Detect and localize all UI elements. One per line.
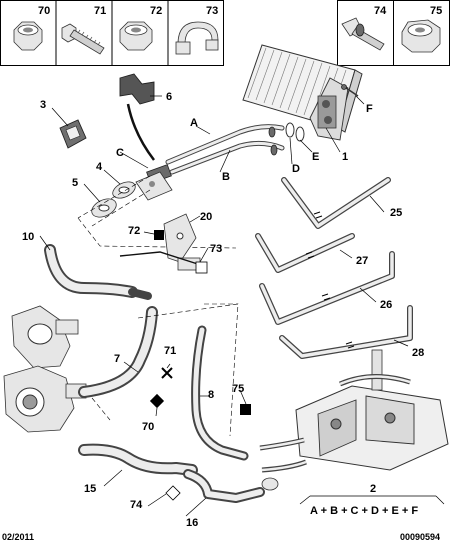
callout-labels: 3 6 4 5 10 7 8 15 16 20 72 73 71 70 75 7… [22,91,424,529]
seal-ring-d [285,122,295,138]
pipe-25 [281,177,391,229]
callout-28: 28 [412,347,424,359]
grommet-6 [119,73,155,161]
flange-block [135,171,173,201]
fastener-ref-73: 73 [206,5,218,17]
pipe-28 [279,305,413,359]
callout-73: 73 [210,243,222,255]
nut-icon [13,21,43,51]
bolt-icon [61,23,105,55]
callout-71: 71 [164,345,176,357]
footer-date: 02/2011 [2,532,34,542]
hose-15 [78,443,198,476]
pipe-26 [259,251,395,325]
fastener-ref-70: 70 [38,5,50,17]
callout-4: 4 [96,161,103,173]
nut-icon [401,19,441,53]
callout-16: 16 [186,517,198,529]
fastener-box-left: 70 71 72 73 [0,0,224,66]
auxiliary-heater-unit [259,349,449,491]
callout-8: 8 [208,389,214,401]
fastener-ref-71: 71 [94,5,106,17]
callout-1: 1 [342,151,348,163]
callout-6: 6 [166,91,172,103]
screw-icon [341,84,359,97]
water-outlet-housing [11,305,79,369]
marker-white-74 [165,485,181,501]
callout-A: A [190,117,198,129]
callout-74: 74 [130,499,143,511]
assembly-formula: A + B + C + D + E + F [310,505,418,517]
callout-7: 7 [114,353,120,365]
callout-F: F [366,103,373,115]
footer-code: 00090594 [400,532,440,542]
callout-72: 72 [128,225,140,237]
seal-ring-e [295,126,305,142]
hose-10 [44,244,152,300]
callout-3: 3 [40,99,46,111]
hose-clip-icon [175,21,219,55]
nut-icon [119,21,153,51]
callout-D: D [292,163,300,175]
rivet-icon [341,17,385,51]
fastener-ref-72: 72 [150,5,162,17]
seal-3 [59,119,87,149]
fastener-box-right: 74 75 [337,0,450,66]
pipe-a [165,124,285,165]
callout-2: 2 [370,483,376,495]
callout-10: 10 [22,231,34,243]
marker-cross-71 [161,367,173,379]
fastener-ref-75: 75 [430,5,442,17]
callout-70: 70 [142,421,154,433]
callout-26: 26 [380,299,392,311]
callout-5: 5 [72,177,78,189]
bracket-20 [163,213,201,271]
callout-E: E [312,151,319,163]
callout-20: 20 [200,211,212,223]
hose-8 [191,325,249,461]
pipe-27 [255,233,355,273]
pipe-b [169,140,285,175]
hose-7 [78,306,158,398]
hose-16 [183,469,265,503]
callout-15: 15 [84,483,96,495]
marker-black-70 [149,393,165,409]
marker-black-72 [154,230,164,240]
leader-lines [39,95,445,517]
callout-27: 27 [356,255,368,267]
callout-75: 75 [232,383,244,395]
heater-matrix [242,44,363,141]
gasket-4 [112,181,136,199]
marker-white-73 [195,261,208,274]
fastener-ref-74: 74 [374,5,387,17]
callout-C: C [116,147,124,159]
thermostat-housing [3,365,87,433]
gasket-5 [91,198,117,218]
callout-B: B [222,171,230,183]
marker-black-75 [240,404,251,415]
callout-25: 25 [390,207,402,219]
pipe-cut-marks [305,211,355,349]
